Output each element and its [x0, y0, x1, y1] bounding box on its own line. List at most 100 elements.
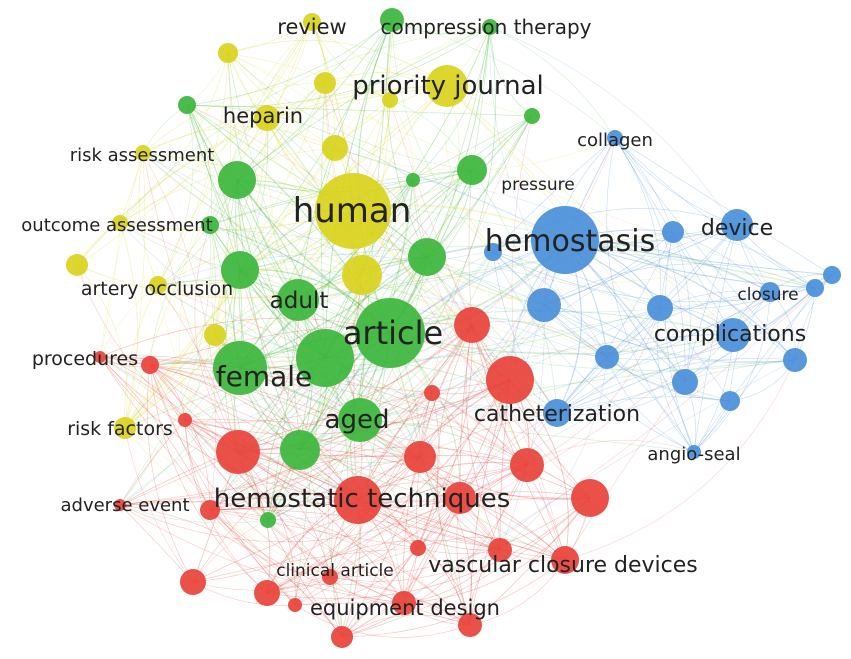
network-node[interactable] [135, 145, 151, 161]
label-complications[interactable]: complications [654, 322, 806, 347]
network-node[interactable] [355, 298, 425, 368]
label-procedures[interactable]: procedures [32, 348, 138, 370]
network-node[interactable] [482, 19, 498, 35]
network-node[interactable] [647, 295, 673, 321]
network-node[interactable] [94, 351, 106, 363]
network-node[interactable] [426, 65, 468, 107]
network-node[interactable] [200, 500, 220, 520]
network-node[interactable] [783, 348, 807, 372]
network-node[interactable] [201, 216, 219, 234]
network-node[interactable] [218, 43, 238, 63]
network-node[interactable] [543, 399, 571, 427]
network-node[interactable] [149, 276, 167, 294]
label-heparin[interactable]: heparin [223, 104, 303, 128]
network-node[interactable] [216, 430, 260, 474]
network-node[interactable] [531, 206, 599, 274]
network-node[interactable] [178, 96, 196, 114]
label-artery-occlusion[interactable]: artery occlusion [81, 278, 233, 300]
network-node[interactable] [66, 254, 88, 276]
label-equipment-design[interactable]: equipment design [310, 596, 500, 620]
network-node[interactable] [112, 215, 128, 231]
network-node[interactable] [114, 499, 126, 511]
network-node[interactable] [488, 538, 512, 562]
network-node[interactable] [204, 324, 226, 346]
network-node[interactable] [141, 356, 159, 374]
network-node[interactable] [527, 288, 561, 322]
network-node[interactable] [551, 546, 579, 574]
network-node[interactable] [454, 307, 490, 343]
network-node[interactable] [595, 345, 619, 369]
network-node[interactable] [260, 512, 276, 528]
network-node[interactable] [687, 445, 701, 459]
network-node[interactable] [114, 417, 136, 439]
label-risk-factors[interactable]: risk factors [67, 418, 173, 440]
network-node[interactable] [221, 251, 259, 289]
label-catheterization[interactable]: catheterization [474, 402, 640, 427]
network-node[interactable] [716, 318, 750, 352]
network-node[interactable] [303, 13, 321, 31]
network-node[interactable] [213, 341, 267, 395]
network-node[interactable] [382, 92, 398, 108]
network-node[interactable] [218, 161, 256, 199]
network-node[interactable] [444, 482, 476, 514]
network-node[interactable] [457, 155, 487, 185]
network-node[interactable] [424, 385, 440, 401]
label-adult[interactable]: adult [270, 288, 329, 314]
network-node[interactable] [408, 238, 446, 276]
network-node[interactable] [392, 591, 416, 615]
network-node[interactable] [288, 598, 302, 612]
network-node[interactable] [322, 135, 348, 161]
network-node[interactable] [484, 243, 502, 261]
network-node[interactable] [510, 448, 544, 482]
label-priority-journal[interactable]: priority journal [352, 71, 544, 101]
network-node[interactable] [672, 369, 698, 395]
network-node[interactable] [806, 279, 824, 297]
network-node[interactable] [334, 476, 382, 524]
label-closure[interactable]: closure [737, 285, 798, 305]
network-node[interactable] [280, 430, 320, 470]
network-node[interactable] [458, 613, 482, 637]
label-human[interactable]: human [293, 191, 412, 231]
network-node[interactable] [338, 398, 382, 442]
label-vascular-closure-devices[interactable]: vascular closure devices [428, 553, 698, 578]
label-risk-assessment[interactable]: risk assessment [70, 145, 215, 166]
label-aged[interactable]: aged [325, 405, 390, 435]
label-review[interactable]: review [277, 15, 346, 39]
label-female[interactable]: female [216, 360, 313, 393]
label-clinical-article[interactable]: clinical article [276, 561, 394, 581]
network-node[interactable] [760, 282, 780, 302]
label-pressure[interactable]: pressure [501, 175, 574, 195]
label-device[interactable]: device [701, 216, 773, 241]
label-outcome-assessment[interactable]: outcome assessment [21, 215, 212, 236]
label-hemostasis[interactable]: hemostasis [485, 224, 655, 259]
network-node[interactable] [410, 540, 426, 556]
label-adverse-event[interactable]: adverse event [60, 495, 189, 516]
network-node[interactable] [404, 441, 436, 473]
network-node[interactable] [178, 413, 192, 427]
network-node[interactable] [314, 72, 336, 94]
label-hemostatic-techniques[interactable]: hemostatic techniques [214, 484, 511, 514]
network-node[interactable] [721, 209, 753, 241]
network-node[interactable] [486, 356, 534, 404]
network-node[interactable] [720, 391, 740, 411]
label-collagen[interactable]: collagen [577, 130, 653, 151]
network-node[interactable] [180, 569, 206, 595]
label-angio-seal[interactable]: angio-seal [647, 444, 740, 465]
network-node[interactable] [277, 279, 319, 321]
network-node[interactable] [342, 255, 382, 295]
network-node[interactable] [406, 173, 420, 187]
network-node[interactable] [322, 569, 338, 585]
network-node[interactable] [315, 173, 391, 249]
network-node[interactable] [524, 108, 540, 124]
label-article[interactable]: article [343, 314, 443, 352]
network-node[interactable] [254, 105, 280, 131]
network-node[interactable] [823, 266, 841, 284]
label-compression-therapy[interactable]: compression therapy [381, 15, 592, 39]
network-node[interactable] [571, 479, 609, 517]
network-node[interactable] [331, 626, 353, 648]
network-node[interactable] [380, 8, 404, 32]
network-node[interactable] [296, 329, 354, 387]
network-node[interactable] [662, 221, 684, 243]
network-node[interactable] [607, 130, 623, 146]
network-node[interactable] [254, 580, 280, 606]
